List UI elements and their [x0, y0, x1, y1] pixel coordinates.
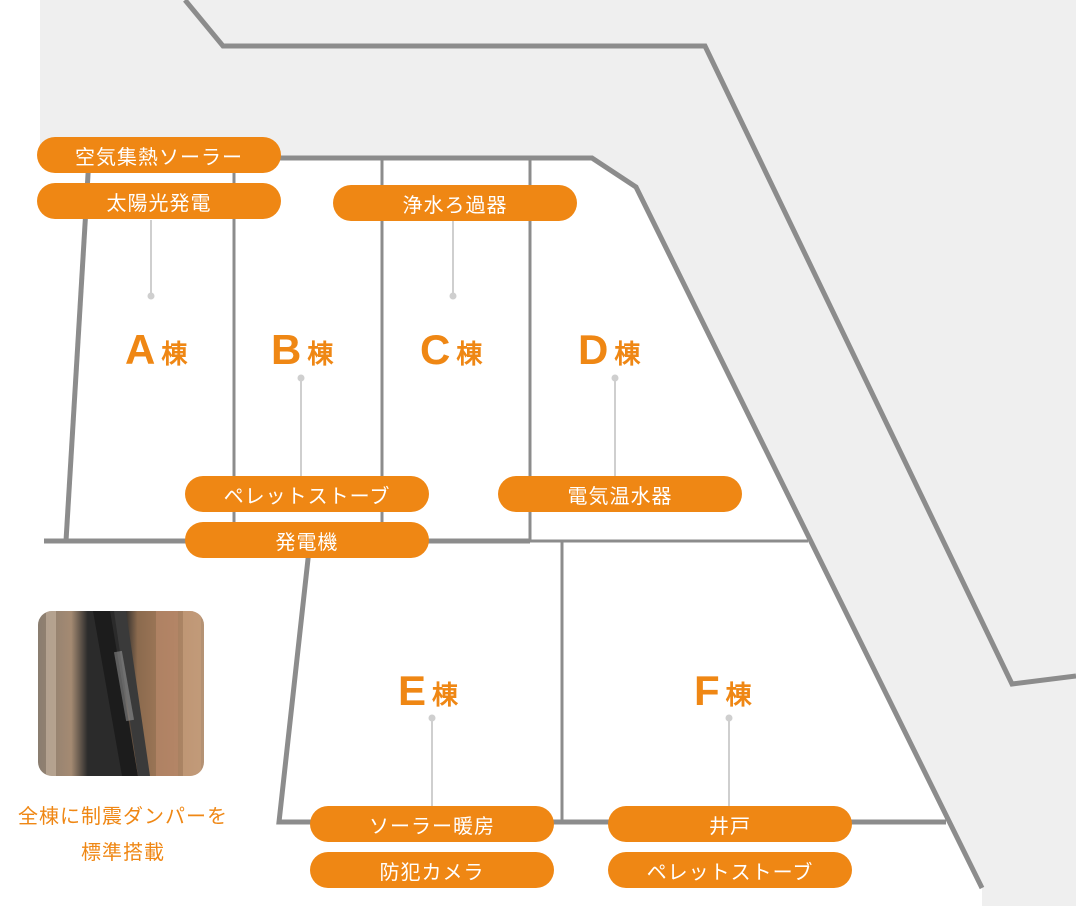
building-c-label: C 棟 [420, 327, 482, 371]
facility-security-camera: 防犯カメラ [310, 852, 554, 888]
building-suffix: 棟 [432, 681, 459, 711]
building-letter: F [694, 667, 720, 714]
building-d-label: D 棟 [578, 327, 640, 371]
building-f-label: F 棟 [694, 668, 752, 712]
road [40, 0, 1076, 888]
facility-solar-heating: ソーラー暖房 [310, 806, 554, 842]
facility-generator: 発電機 [185, 522, 429, 558]
facility-well: 井戸 [608, 806, 852, 842]
building-a-label: A 棟 [125, 327, 187, 371]
facility-pellet-stove-b: ペレットストーブ [185, 476, 429, 512]
facility-solar-air: 空気集熱ソーラー [37, 137, 281, 173]
road-edge-outer [183, 0, 1076, 687]
building-suffix: 棟 [725, 681, 752, 711]
building-letter: E [398, 667, 427, 714]
building-suffix: 棟 [161, 340, 188, 370]
damper-caption-line1: 全棟に制震ダンパーを [18, 804, 228, 828]
leader-lines [147, 220, 733, 806]
facility-solar-power: 太陽光発電 [37, 183, 281, 219]
building-letter: B [271, 326, 302, 373]
building-suffix: 棟 [456, 340, 483, 370]
facility-water-filter: 浄水ろ過器 [333, 185, 577, 221]
building-letter: C [420, 326, 451, 373]
damper-photo-icon [46, 611, 201, 776]
road-fill [40, 0, 1076, 906]
lot-edge-road [40, 155, 985, 890]
facility-pellet-stove-f: ペレットストーブ [608, 852, 852, 888]
building-b-label: B 棟 [271, 327, 333, 371]
damper-photo [38, 611, 204, 776]
building-letter: A [125, 326, 156, 373]
facility-water-heater: 電気温水器 [498, 476, 742, 512]
building-suffix: 棟 [307, 340, 334, 370]
building-e-label: E 棟 [398, 668, 458, 712]
building-letter: D [578, 326, 609, 373]
building-suffix: 棟 [614, 340, 641, 370]
damper-caption-line2: 標準搭載 [81, 840, 165, 864]
damper-caption: 全棟に制震ダンパーを 標準搭載 [0, 798, 246, 870]
